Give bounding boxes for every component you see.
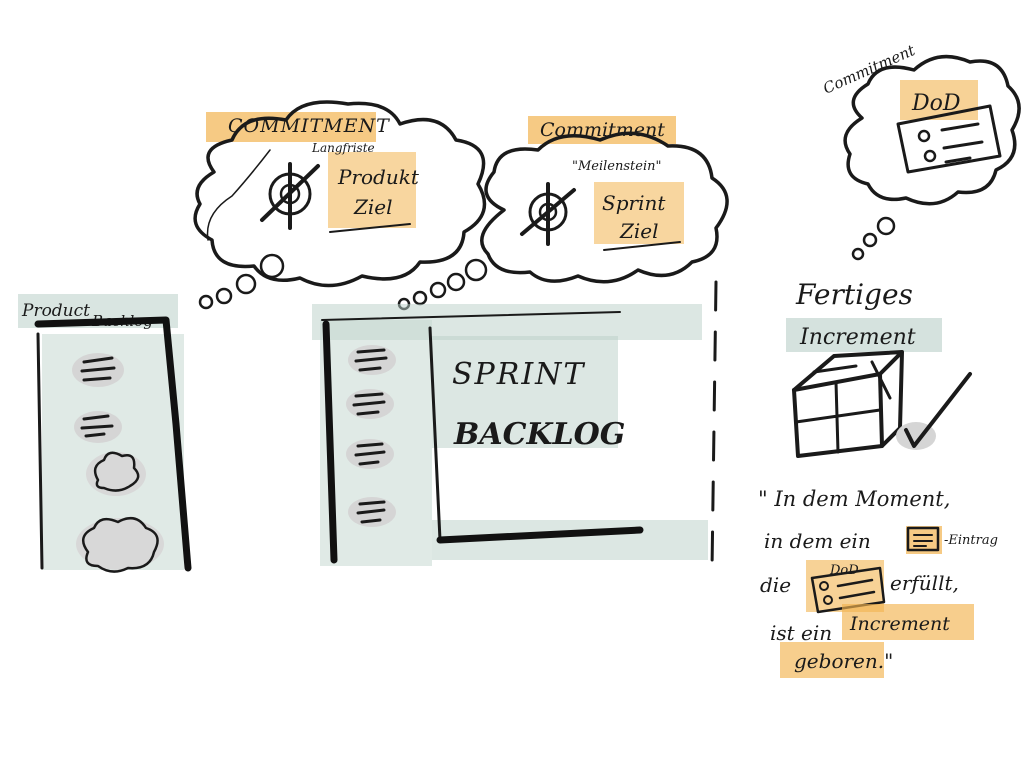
backlog-item-cloud-icon [86,451,146,496]
dod-commitment: Commitment DoD [820,41,1021,261]
increment-line2: Increment [799,325,916,350]
backlog-item-icon [906,526,942,554]
quote-dod-label: DoD [829,563,859,578]
quote-line3-post: erfüllt, [890,571,959,595]
dod-checklist-icon: DoD [806,560,886,614]
quote-line4-pre: ist ein [770,621,832,645]
increment-definition-quote: " In dem Moment, in dem ein -Eintrag die… [758,487,998,678]
sprint-goal-qualifier: "Meilenstein" [572,159,661,174]
product-goal-line2: Ziel [353,195,393,219]
backlog-item-cloud-icon [76,516,164,573]
sprint-backlog-line1: SPRINT [452,357,585,392]
quote-born-highlight [780,642,884,678]
backlog-item-icon [74,411,122,443]
section-separator [710,280,718,572]
quote-line4-highlight: Increment [849,613,950,635]
sprint-goal-highlight [594,182,684,244]
thought-trail [397,258,488,311]
quote-line3-pre: die [760,573,791,597]
connector-squiggle [206,149,271,241]
increment-title-wash [786,318,942,352]
backlog-item-icon [346,389,394,419]
backlog-item-icon [348,345,396,375]
product-backlog-title-line1: Product [21,301,90,321]
quote-increment-highlight [842,604,974,640]
sprint-backlog-divider [428,326,442,542]
quote-line1: " In dem Moment, [758,487,950,511]
checkmark-icon [896,372,972,450]
sprint-goal-line1: Sprint [602,191,666,215]
product-goal-qualifier: Langfriste [311,141,375,155]
target-icon [520,182,576,246]
product-goal-underline [329,223,411,233]
quote-line5: geboren." [794,649,893,673]
sprint-goal-commitment: Commitment "Meilenstein" Sprint Ziel [397,116,729,311]
thought-bubble-outline [480,131,729,284]
quote-line2-pre: in dem ein [764,529,871,553]
increment: Fertiges Increment [786,278,972,458]
product-goal-tag: COMMITMENT [228,115,390,137]
dod-highlight [900,80,978,120]
increment-line1: Fertiges [795,278,913,311]
product-backlog-left-border [36,332,44,570]
thought-trail [851,216,896,261]
product-backlog: Product Backlog [18,294,192,573]
sprint-backlog-top-border [321,311,621,321]
sprint-backlog: SPRINT BACKLOG [312,304,708,566]
sprint-backlog-left-border [322,320,338,564]
product-goal-highlight [328,152,416,228]
sprint-goal-underline [603,241,681,251]
cube-icon [792,350,904,458]
sprint-backlog-title-wash [432,336,618,448]
product-goal-line1: Produkt [337,165,420,189]
thought-bubble-outline [193,100,487,288]
product-backlog-right-border [34,316,192,572]
sprint-backlog-bottom-border [436,526,644,544]
target-icon [260,162,320,230]
thought-trail [198,253,285,310]
backlog-item-icon [348,497,396,527]
product-goal-commitment: COMMITMENT Langfriste Produkt Ziel [193,100,487,310]
backlog-item-icon [346,439,394,469]
backlog-item-icon [72,353,124,387]
quote-line2-post: -Eintrag [944,533,998,548]
thought-bubble-outline [843,54,1021,206]
sprint-backlog-line2: BACKLOG [453,417,625,452]
sprint-goal-line2: Ziel [619,219,659,243]
checklist-icon [896,104,1002,174]
